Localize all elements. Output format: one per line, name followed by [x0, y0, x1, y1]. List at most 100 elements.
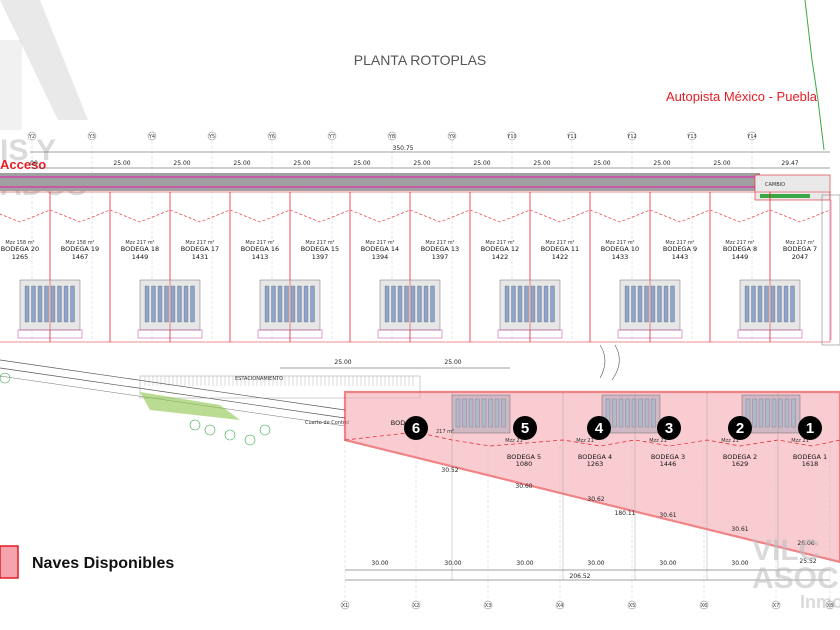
mezzanine-label: Mzz 217 m²	[245, 240, 274, 246]
available-warehouses	[343, 390, 840, 564]
dim-3061a: 30.61	[659, 512, 676, 519]
axis-label: Y12	[626, 134, 636, 140]
axis-marker	[567, 131, 577, 141]
axis-label: X4	[557, 603, 564, 609]
bodega-area: 1449	[732, 253, 749, 261]
bodega-name: BODEGA 4	[578, 453, 612, 461]
dim-3061b: 30.61	[731, 526, 748, 533]
tree-icon	[189, 419, 201, 431]
top-dim: 25.00	[533, 160, 550, 167]
axis-marker	[147, 131, 157, 141]
mezzanine-label: Mzz 217 m²	[605, 240, 634, 246]
bodega-name: BODEGA 12	[481, 245, 519, 253]
top-dim: 25.00	[653, 160, 670, 167]
bodega-name: BODEGA 8	[723, 245, 757, 253]
watermark-text-top: IS Y	[0, 134, 56, 167]
access-road: CAMBIO	[0, 173, 831, 201]
tree-icon	[224, 429, 236, 441]
bodega-name: BODEGA 9	[663, 245, 697, 253]
mezzanine-label: Mzz 158 m²	[65, 240, 94, 246]
bodega-area: 1618	[802, 460, 819, 468]
axis-label: X3	[485, 603, 492, 609]
bodega-area: 1629	[732, 460, 749, 468]
marker-3[interactable]: 3	[657, 416, 681, 440]
mezzanine-label: Mzz 21	[649, 438, 667, 444]
bodega-name: BODEGA 20	[1, 245, 39, 253]
marker-circle	[513, 416, 537, 440]
top-dim: 25.00	[173, 160, 190, 167]
bodega-name: BODEGA 2	[723, 453, 757, 461]
loading-dock	[451, 394, 511, 434]
bodega-area: 1446	[660, 460, 677, 468]
bodega-name: BODEGA 13	[421, 245, 459, 253]
bodega-area: 1265	[12, 253, 29, 261]
dim-2606: 26.06	[797, 540, 814, 547]
bodega-area: 1422	[492, 253, 509, 261]
axis-marker	[825, 600, 835, 610]
cambio-label: CAMBIO	[765, 182, 785, 188]
marker-number: 3	[665, 420, 673, 437]
axis-marker	[747, 131, 757, 141]
marker-4[interactable]: 4	[587, 416, 611, 440]
mezzanine-label: Mzz 217 m²	[185, 240, 214, 246]
axis-label: X5	[629, 603, 636, 609]
watermark-text-br3: Inmo	[800, 592, 840, 612]
axis-marker	[555, 600, 565, 610]
axis-label: Y13	[686, 134, 696, 140]
bodega-area: 1397	[432, 253, 449, 261]
top-dim: 25.00	[473, 160, 490, 167]
axis-label: Y5	[208, 134, 215, 140]
marker-circle	[728, 416, 752, 440]
axis-marker	[267, 131, 277, 141]
top-dim: 25.00	[413, 160, 430, 167]
green-boundary	[804, 0, 825, 151]
bodega-name: BODEGA 7	[783, 245, 817, 253]
mezzanine-label: Mzz 21	[721, 438, 739, 444]
marker-6[interactable]: 6	[404, 416, 428, 440]
axis-marker	[411, 600, 421, 610]
axis-label: X7	[773, 603, 780, 609]
bottom-dim: 30.00	[516, 560, 533, 567]
axis-marker	[327, 131, 337, 141]
bodega-name: BODEGA 11	[541, 245, 579, 253]
bodega-area: 1397	[312, 253, 329, 261]
mezzanine-label: Mzz 21	[505, 438, 523, 444]
bottom-dim: 30.00	[731, 560, 748, 567]
loading-dock	[601, 394, 661, 434]
bodega-area: 1422	[552, 253, 569, 261]
marker-2[interactable]: 2	[728, 416, 752, 440]
marker-1[interactable]: 1	[798, 416, 822, 440]
axis-label: Y14	[746, 134, 756, 140]
dim-3060: 30.60	[515, 483, 532, 490]
top-dim: 25.00	[713, 160, 730, 167]
bodega-name: BODEGA 17	[181, 245, 219, 253]
bodega-area: 1080	[516, 460, 533, 468]
legend-swatch	[0, 545, 19, 579]
bodega-area: 1449	[132, 253, 149, 261]
marker-circle	[404, 416, 428, 440]
mid-dim-2: 25.00	[444, 359, 461, 366]
bottom-dim: 30.00	[444, 560, 461, 567]
axis-marker	[27, 131, 37, 141]
top-dim: 25.00	[233, 160, 250, 167]
axis-marker	[771, 600, 781, 610]
mezzanine-label: Mzz 21	[576, 438, 594, 444]
marker-5[interactable]: 5	[513, 416, 537, 440]
bodega-name: BODEGA 15	[301, 245, 339, 253]
